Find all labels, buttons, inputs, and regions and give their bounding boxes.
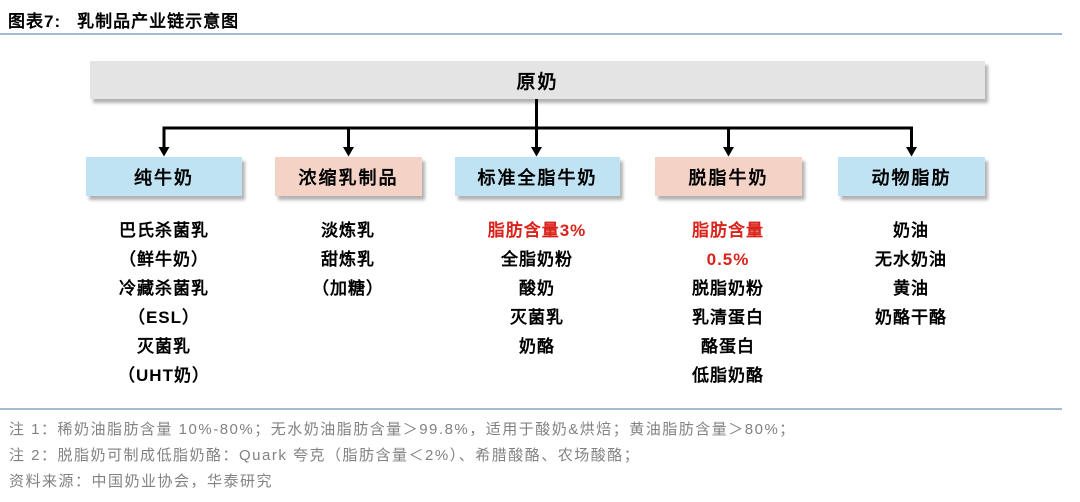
note-2: 注 2：脱脂奶可制成低脂奶酪：Quark 夸克（脂肪含量＜2%）、希腊酸酪、农场… xyxy=(9,447,641,464)
product-item: 奶油 xyxy=(893,221,929,240)
product-item: 奶酪干酪 xyxy=(875,308,947,327)
product-list-concentrated-dairy: 淡炼乳 甜炼乳 （加糖） xyxy=(253,216,443,303)
source-line: 资料来源：中国奶业协会，华泰研究 xyxy=(9,473,274,490)
root-node-raw-milk: 原奶 xyxy=(90,61,985,99)
product-list-animal-fat: 奶油 无水奶油 黄油 奶酪干酪 xyxy=(816,216,1006,332)
category-box-standard-whole-milk: 标准全脂牛奶 xyxy=(455,157,620,196)
product-item: 酸奶 xyxy=(519,279,555,298)
category-label: 动物脂肪 xyxy=(871,167,952,188)
product-item: 脱脂奶粉 xyxy=(692,279,764,298)
product-item: 奶酪 xyxy=(519,337,555,356)
category-box-skim-milk: 脱脂牛奶 xyxy=(655,157,802,196)
product-item: 甜炼乳 xyxy=(321,250,375,269)
category-box-animal-fat: 动物脂肪 xyxy=(838,157,985,196)
note-1: 注 1：稀奶油脂肪含量 10%-80%；无水奶油脂肪含量＞99.8%，适用于酸奶… xyxy=(9,421,796,438)
product-item: 低脂奶酪 xyxy=(692,366,764,385)
footnotes: 注 1：稀奶油脂肪含量 10%-80%；无水奶油脂肪含量＞99.8%，适用于酸奶… xyxy=(9,417,1069,495)
product-item: 黄油 xyxy=(893,279,929,298)
product-item: （鲜牛奶） xyxy=(119,250,209,269)
product-item: 乳清蛋白 xyxy=(692,308,764,327)
category-label: 纯牛奶 xyxy=(134,167,194,188)
fat-content-note: 脂肪含量3% xyxy=(487,221,587,240)
product-list-standard-whole-milk: 脂肪含量3% 全脂奶粉 酸奶 灭菌乳 奶酪 xyxy=(442,216,632,361)
root-node-label: 原奶 xyxy=(516,71,559,93)
footer-divider-line xyxy=(0,408,1062,410)
product-item: （加糖） xyxy=(312,279,384,298)
figure-title: 图表7: 乳制品产业链示意图 xyxy=(8,7,239,32)
product-item: 淡炼乳 xyxy=(321,221,375,240)
figure-number-label: 图表7: xyxy=(8,12,62,31)
category-label: 浓缩乳制品 xyxy=(298,167,399,188)
category-box-concentrated-dairy: 浓缩乳制品 xyxy=(275,157,422,196)
product-item: 全脂奶粉 xyxy=(501,250,573,269)
product-item: 巴氏杀菌乳 xyxy=(119,221,209,240)
title-divider-line xyxy=(0,33,1062,35)
product-item: 冷藏杀菌乳 xyxy=(119,279,209,298)
product-list-skim-milk: 脂肪含量 0.5% 脱脂奶粉 乳清蛋白 酪蛋白 低脂奶酪 xyxy=(633,216,823,390)
product-item: （UHT奶） xyxy=(118,366,210,385)
category-label: 标准全脂牛奶 xyxy=(477,167,598,188)
product-item: 酪蛋白 xyxy=(701,337,755,356)
category-box-pure-milk: 纯牛奶 xyxy=(86,157,242,196)
category-label: 脱脂牛奶 xyxy=(688,167,769,188)
fat-content-note: 脂肪含量 xyxy=(692,221,764,240)
product-list-pure-milk: 巴氏杀菌乳 （鲜牛奶） 冷藏杀菌乳 （ESL） 灭菌乳 （UHT奶） xyxy=(69,216,259,390)
product-item: 无水奶油 xyxy=(875,250,947,269)
product-item: 灭菌乳 xyxy=(510,308,564,327)
product-item: 灭菌乳 xyxy=(137,337,191,356)
fat-content-note: 0.5% xyxy=(706,250,750,269)
product-item: （ESL） xyxy=(127,308,201,327)
figure-title-text: 乳制品产业链示意图 xyxy=(77,12,240,31)
